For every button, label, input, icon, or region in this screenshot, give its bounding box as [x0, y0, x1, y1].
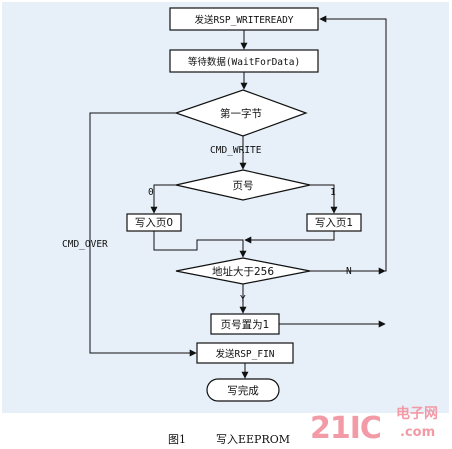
watermark-sub: .com [400, 425, 435, 440]
node-first-byte-decision: 第一字节 [174, 89, 308, 137]
node-page-num-label: 页号 [233, 180, 254, 192]
node-wait-data-label: 等待数据(WaitForData) [188, 56, 300, 68]
watermark-cn: 电子网 [396, 405, 438, 422]
label-branch-1: 1 [330, 187, 336, 198]
node-addr-decision: 地址大于256 [175, 257, 311, 285]
node-write-page1-label: 写入页1 [315, 217, 353, 229]
node-set-page1: 页号置为1 [210, 313, 280, 335]
node-wait-data: 等待数据(WaitForData) [169, 49, 319, 73]
edge-page-to-page0 [150, 184, 176, 214]
node-done: 写完成 [206, 378, 280, 402]
label-cmd-over: CMD_OVER [62, 239, 108, 250]
edge-page0-to-addr [153, 231, 247, 258]
node-addr-label: 地址大于256 [212, 265, 274, 278]
node-done-label: 写完成 [227, 384, 259, 397]
figure-number: 图1 [168, 433, 186, 446]
edge-addr-no-loop [310, 15, 387, 272]
node-write-page0-label: 写入页0 [135, 217, 173, 229]
node-send-fin-label: 发送RSP_FIN [215, 348, 274, 360]
node-send-ready: 发送RSP_WRITEREADY [169, 7, 319, 31]
flow-edges [89, 15, 387, 379]
node-write-page0: 写入页0 [126, 213, 182, 232]
label-branch-0: 0 [148, 187, 154, 198]
node-page-num-decision: 页号 [175, 169, 311, 201]
label-yes: Y [240, 294, 246, 305]
node-write-page1: 写入页1 [306, 213, 362, 232]
edge-page-to-page1 [310, 184, 338, 214]
label-no: N [346, 266, 352, 277]
label-cmd-write: CMD_WRITE [210, 145, 262, 156]
watermark-main: 21IC [310, 411, 381, 446]
figure-title: 写入EEPROM [216, 433, 290, 446]
node-set-page1-label: 页号置为1 [221, 319, 270, 331]
edge-page1-to-merge [244, 231, 335, 244]
edge-cmd-over [89, 112, 197, 357]
node-first-byte-label: 第一字节 [220, 107, 262, 120]
watermark-logo: 21IC 电子网 .com [310, 405, 438, 446]
node-send-ready-label: 发送RSP_WRITEREADY [194, 14, 293, 26]
node-send-fin: 发送RSP_FIN [196, 342, 294, 364]
